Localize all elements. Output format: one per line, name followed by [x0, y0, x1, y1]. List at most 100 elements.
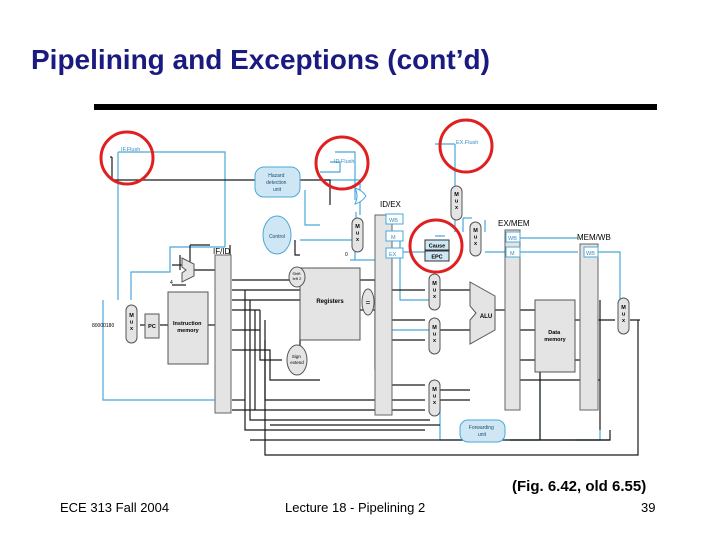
- equality-comparator: [361, 288, 375, 316]
- shift-label-2: left 2: [293, 276, 302, 281]
- exmem-wb-field: WB: [508, 236, 517, 242]
- svg-text:Forwarding unit: Forwarding unit: [469, 425, 495, 438]
- highlight-if-flush: [99, 130, 155, 186]
- mux-exmem-label: M: [473, 228, 478, 234]
- exmem-m-field: M: [510, 251, 515, 257]
- sign-extend: [286, 344, 308, 376]
- mux-exflush-label: M: [454, 192, 459, 198]
- mux-exflush-label: u: [455, 199, 458, 205]
- pipeline-register-memwb: [579, 243, 599, 411]
- pc-adder: [181, 257, 195, 283]
- hazard-label-1: Hazard: [268, 173, 284, 179]
- instruction-memory: [167, 291, 209, 365]
- mux-regdst-label: M: [432, 387, 437, 393]
- mux-idflush-label: u: [356, 231, 359, 237]
- mux-regdst-label: x: [433, 400, 437, 406]
- exception-address: 80000180: [92, 323, 114, 329]
- imem-label-1: Instruction: [173, 321, 202, 327]
- mux-pc-label: x: [130, 326, 134, 332]
- mux-pc-label: u: [130, 320, 133, 326]
- dmem-label-2: memory: [544, 337, 566, 343]
- control-label: Control: [269, 234, 285, 240]
- mux-idflush: [351, 217, 364, 253]
- label-idex: ID/EX: [380, 200, 402, 209]
- svg-text:Sign extend: Sign extend: [290, 354, 304, 365]
- mux-exmem-label: u: [474, 235, 477, 241]
- comparator-label: =: [366, 298, 371, 307]
- mux-writeback-label: u: [622, 312, 625, 318]
- mux-alu-a: [428, 273, 441, 311]
- shift-label-1: Shift: [292, 271, 301, 276]
- highlight-cause-epc: [408, 218, 464, 274]
- mux-pc: [125, 304, 138, 344]
- pipeline-register-idex: [374, 214, 393, 416]
- mux-exflush-label: x: [455, 205, 459, 211]
- hazard-label-2: detection: [266, 180, 287, 186]
- constant-zero: 0: [345, 252, 348, 258]
- pc-label: PC: [148, 324, 156, 330]
- footer-lecture: Lecture 18 - Pipelining 2: [285, 500, 426, 515]
- forwarding-label-2: unit: [478, 432, 487, 438]
- sign-extend-label-1: Sign: [292, 354, 302, 359]
- highlight-circles: [99, 118, 494, 274]
- mux-alu-b: [428, 317, 441, 355]
- footer-course: ECE 313 Fall 2004: [60, 500, 170, 515]
- highlight-ex-flush: [438, 118, 494, 174]
- pipeline-register-ifid: [214, 254, 232, 414]
- svg-text:Instruction memory: Instruction memory: [173, 321, 203, 334]
- idex-ex-field: EX: [389, 252, 397, 258]
- control-unit: [262, 215, 292, 255]
- mux-writeback-label: x: [622, 318, 626, 324]
- mux-writeback: [617, 297, 630, 335]
- mux-exmem: [469, 221, 482, 257]
- label-if-flush: IF.Flush: [121, 147, 140, 153]
- label-ex-flush: EX.Flush: [456, 140, 478, 146]
- data-memory: [534, 299, 576, 373]
- mux-alu-b-label: M: [432, 325, 437, 331]
- register-file: [299, 267, 361, 341]
- slide-title: Pipelining and Exceptions (cont’d): [31, 44, 490, 75]
- mux-exflush: [450, 185, 463, 221]
- epc-register: [424, 250, 450, 262]
- cause-register: [424, 239, 450, 251]
- epc-label: EPC: [431, 255, 442, 261]
- mux-alu-b-label: u: [433, 332, 436, 338]
- page-number: 39: [641, 500, 656, 515]
- pipeline-register-exmem: [504, 229, 521, 411]
- svg-text:Shift left 2: Shift left 2: [292, 271, 302, 281]
- mux-idflush-label: M: [355, 224, 360, 230]
- figure-reference: (Fig. 6.42, old 6.55): [512, 478, 647, 495]
- shift-left-2: [288, 266, 306, 288]
- registers-label: Registers: [316, 299, 344, 305]
- label-memwb: MEM/WB: [577, 233, 611, 242]
- hazard-label-3: unit: [273, 187, 282, 193]
- memwb-wb-field: WB: [586, 251, 595, 257]
- mux-alu-a-label: M: [432, 281, 437, 287]
- idex-m-field: M: [391, 235, 396, 241]
- idex-wb-field: WB: [389, 218, 398, 224]
- mux-alu-a-label: x: [433, 294, 437, 300]
- hazard-detection-unit: [254, 166, 301, 198]
- constant-four: 4: [170, 280, 173, 286]
- label-id-flush: ID.Flush: [334, 159, 354, 165]
- highlight-id-flush: [314, 135, 370, 191]
- svg-text:Hazard detection unit: Hazard detection unit: [266, 173, 288, 193]
- imem-label-2: memory: [177, 328, 199, 334]
- mux-exmem-label: x: [474, 241, 478, 247]
- or-gate: [354, 187, 367, 205]
- label-exmem: EX/MEM: [498, 219, 530, 228]
- svg-text:Data memory: Data memory: [544, 330, 566, 343]
- dmem-label-1: Data: [548, 330, 561, 336]
- title-rule: [94, 104, 657, 110]
- forwarding-label-1: Forwarding: [469, 425, 494, 431]
- sign-extend-label-2: extend: [290, 360, 304, 365]
- mux-regdst-label: u: [433, 394, 436, 400]
- alu: [469, 281, 496, 345]
- mux-writeback-label: M: [621, 305, 626, 311]
- mux-idflush-label: x: [356, 237, 360, 243]
- alu-label: ALU: [480, 314, 492, 320]
- mux-alu-b-label: x: [433, 338, 437, 344]
- mux-regdst: [428, 379, 441, 417]
